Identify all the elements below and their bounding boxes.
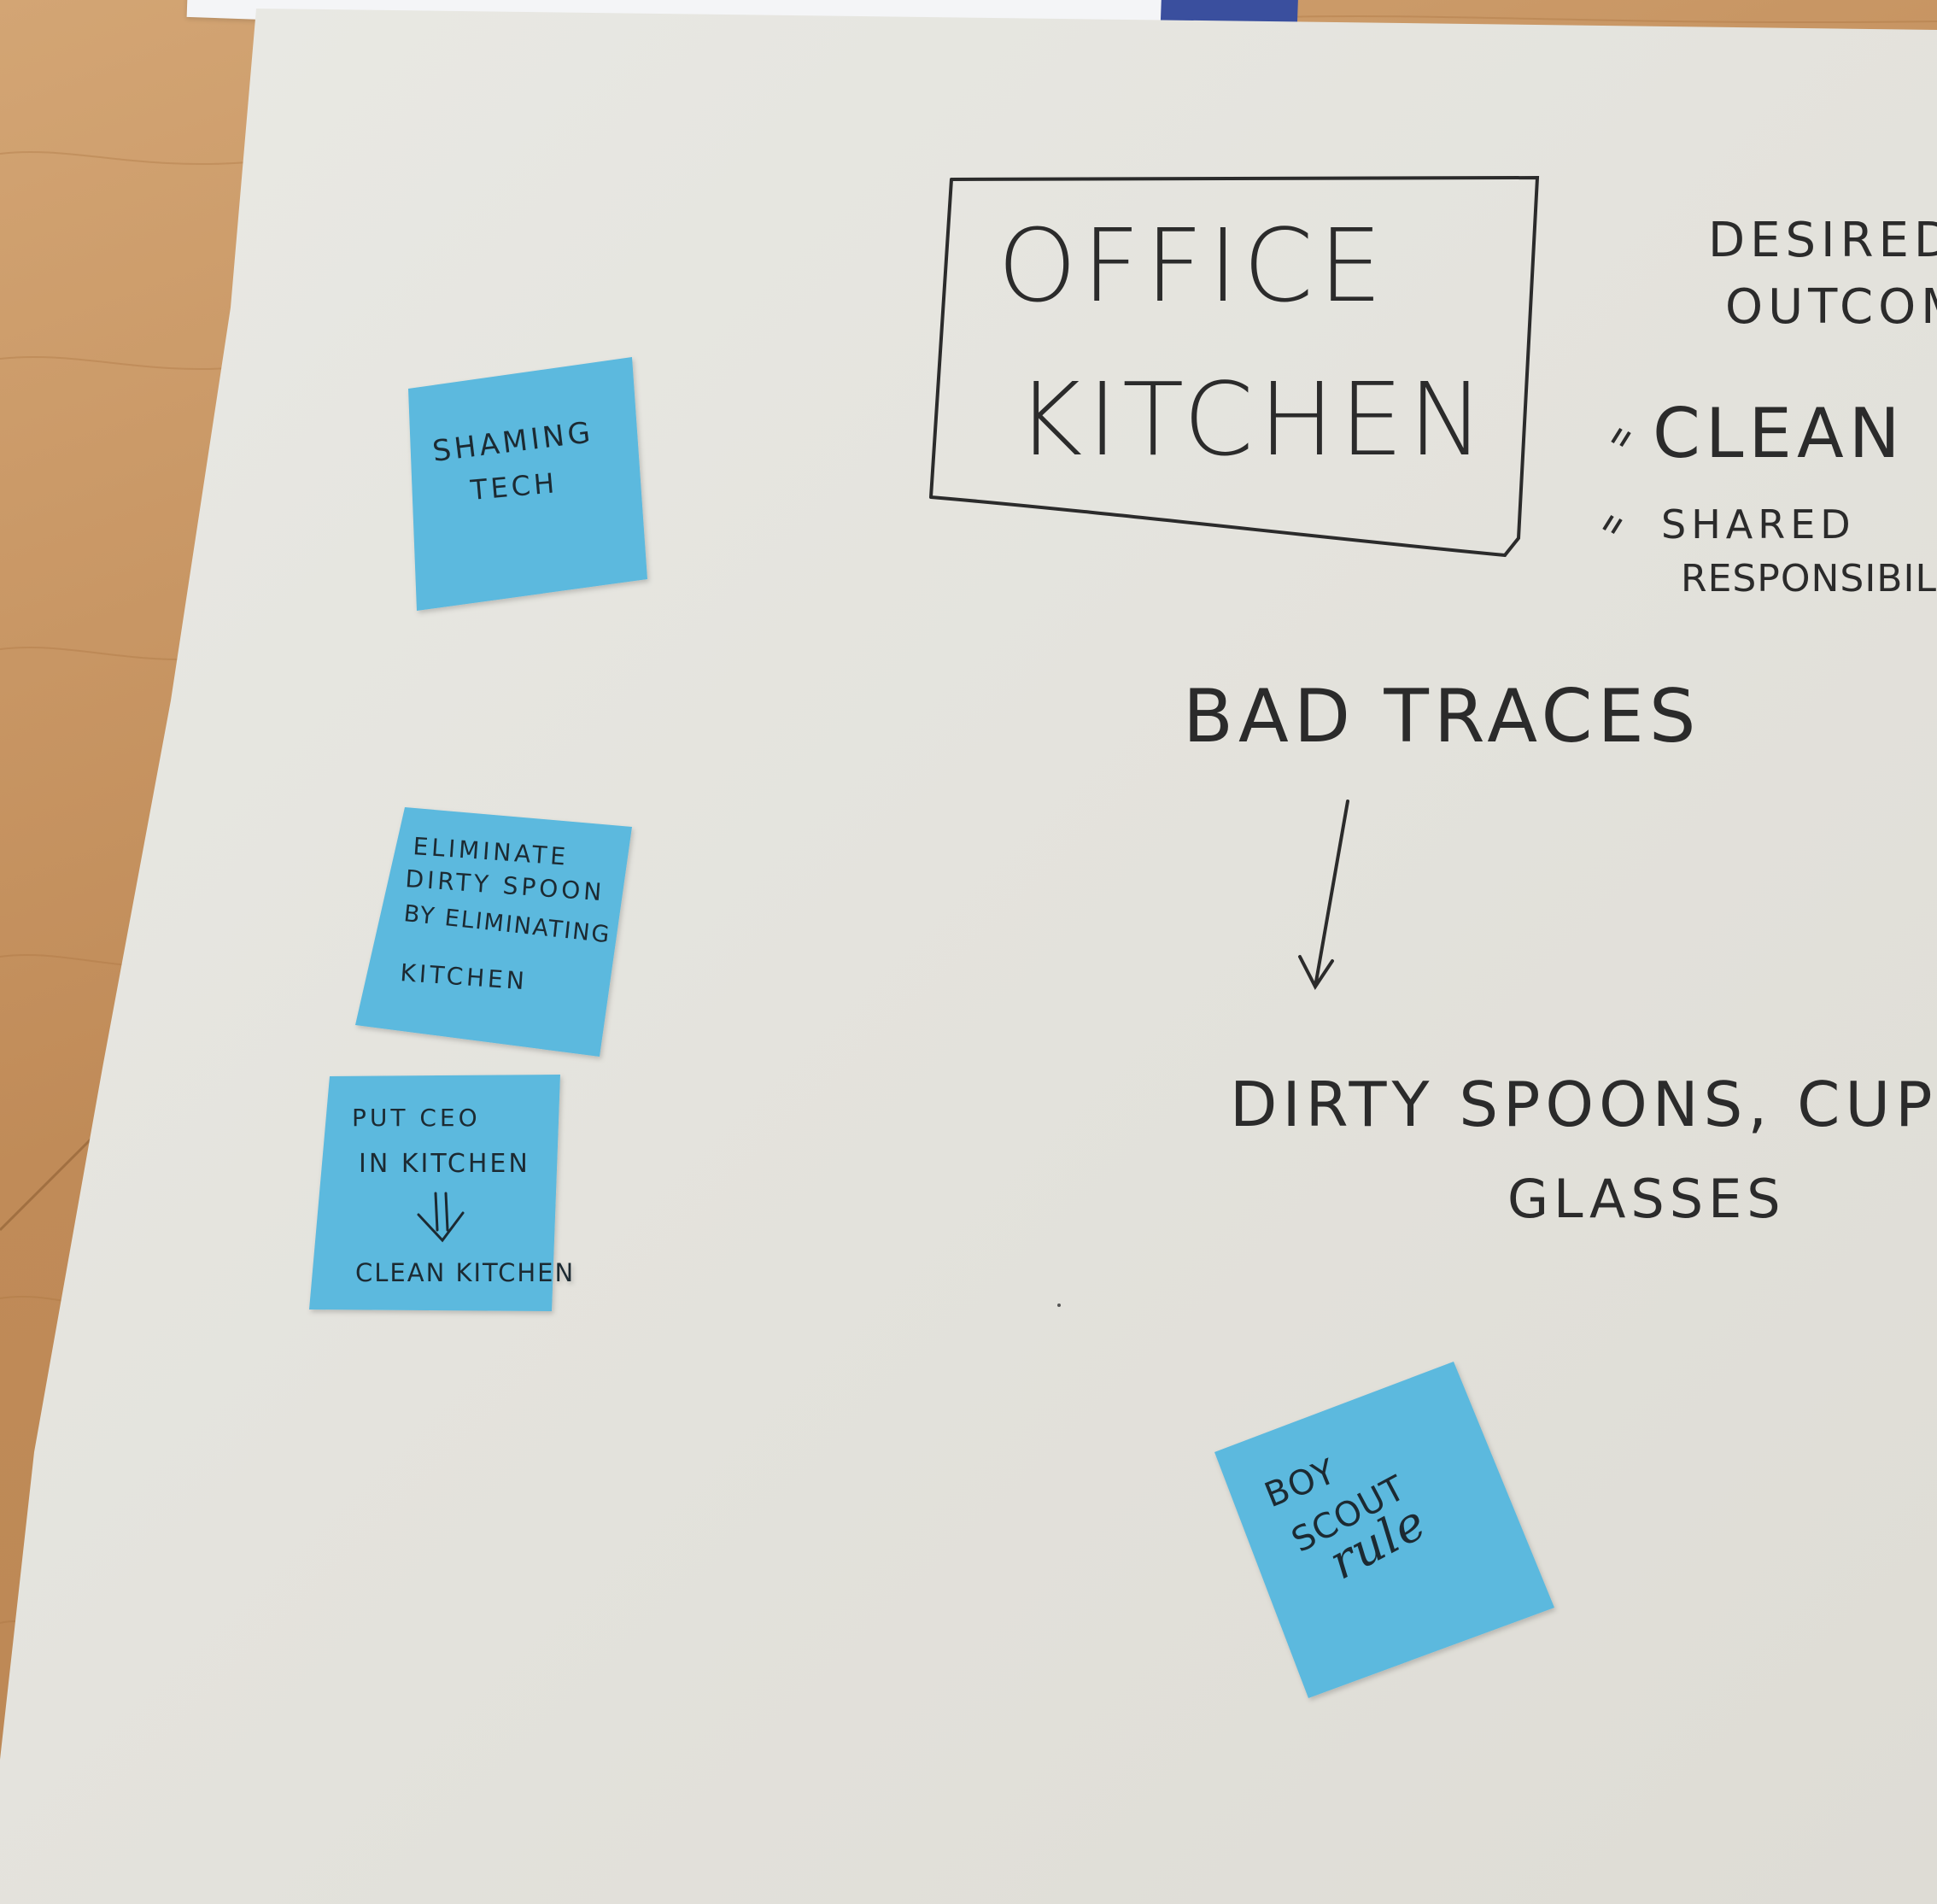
bullet-mark-2 [1602, 514, 1623, 535]
sticky-note-4[interactable]: BOY SCOUT rule [1214, 1362, 1554, 1698]
arrow-down-icon [417, 1192, 465, 1243]
title-box [929, 175, 1540, 557]
sticky-note-1-line-2: TECH [468, 466, 559, 507]
traces-line-2: GLASSES [1507, 1168, 1786, 1230]
bullet-shared-line-1: SHARED [1661, 501, 1856, 548]
sticky-note-2[interactable]: ELIMINATE DIRTY SPOON BY ELIMINATING KIT… [355, 807, 632, 1057]
sticky-note-3-line-2: IN KITCHEN [359, 1149, 530, 1179]
desired-outcome-line-1: DESIRED [1708, 213, 1937, 268]
title-line-2: KITCHEN [1016, 360, 1489, 478]
desired-outcome-line-2: OUTCOME [1725, 279, 1937, 335]
sticky-note-1[interactable]: SHAMING TECH [408, 357, 647, 611]
bad-traces-heading: BAD TRACES [1183, 674, 1701, 759]
down-arrow-icon [1298, 800, 1349, 990]
bullet-mark-1 [1611, 427, 1631, 448]
sticky-note-3[interactable]: PUT CEO IN KITCHEN CLEAN KITCHEN [309, 1075, 575, 1311]
title-line-1: OFFICE [998, 207, 1387, 325]
sticky-note-3-line-3: CLEAN KITCHEN [355, 1258, 575, 1287]
paper-speck [1057, 1304, 1061, 1307]
sticky-note-3-line-1: PUT CEO [352, 1104, 481, 1132]
bullet-shared-line-2: RESPONSIBILITY [1681, 557, 1937, 600]
bullet-clean: CLEAN [1653, 394, 1905, 473]
paper-surface [0, 9, 1937, 1904]
traces-line-1: DIRTY SPOONS, CUPS, [1230, 1069, 1937, 1140]
